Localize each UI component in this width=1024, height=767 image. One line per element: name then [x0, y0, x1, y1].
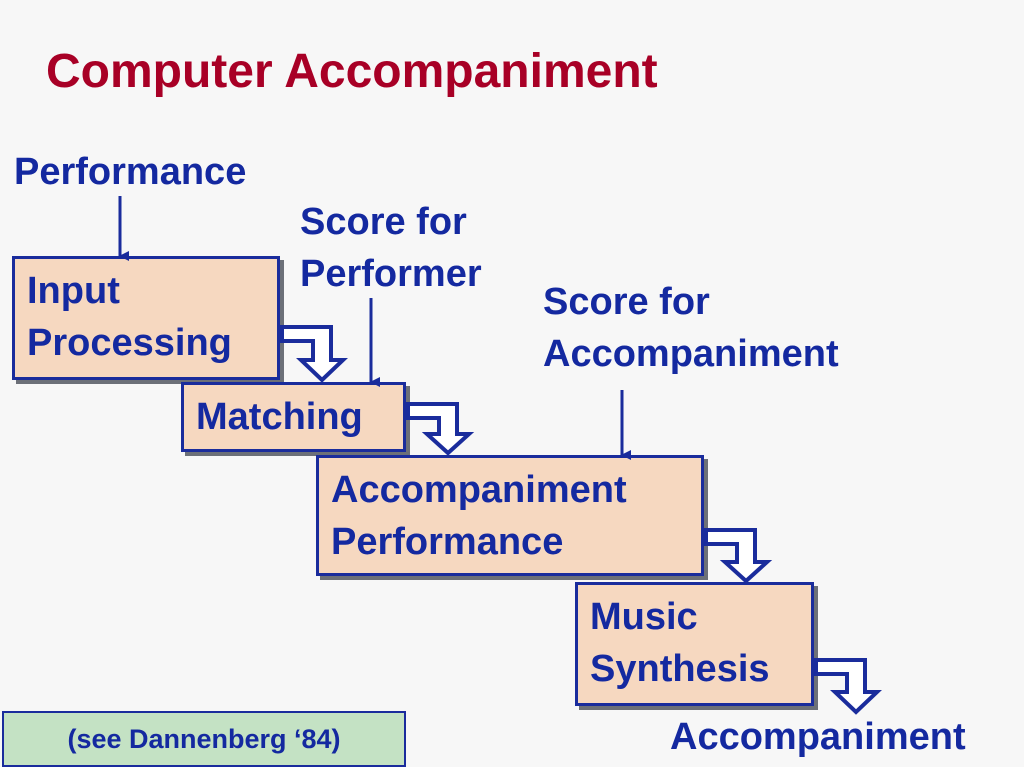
citation-text: (see Dannenberg ‘84): [67, 723, 341, 754]
slide-title: Computer Accompaniment: [46, 45, 658, 98]
input-processing-line-1: Input: [27, 270, 120, 312]
accompaniment-performance-line-2: Performance: [331, 521, 564, 563]
matching-box: Matching: [181, 382, 406, 452]
accompaniment-performance-box: Accompaniment Performance: [316, 455, 704, 576]
accompaniment-performance-line-1: Accompaniment: [331, 469, 627, 511]
score-for-accompaniment-line-2: Accompaniment: [543, 333, 839, 375]
music-synthesis-line-2: Synthesis: [590, 648, 770, 690]
performance-label: Performance: [14, 151, 247, 193]
music-synthesis-line-1: Music: [590, 596, 698, 638]
music-synthesis-box: Music Synthesis: [575, 582, 814, 706]
score-for-performer-line-2: Performer: [300, 253, 482, 295]
score-for-performer-line-1: Score for: [300, 201, 467, 243]
input-processing-box: Input Processing: [12, 256, 280, 380]
accompaniment-output-label: Accompaniment: [670, 716, 966, 758]
flow-arrow-3-icon: [704, 528, 773, 584]
score-for-performer-label: Score for Performer: [300, 196, 482, 300]
flow-arrow-1-icon: [280, 325, 348, 383]
citation-note: (see Dannenberg ‘84): [2, 711, 406, 767]
matching-label: Matching: [196, 396, 363, 438]
input-processing-line-2: Processing: [27, 322, 232, 364]
flow-arrow-2-icon: [406, 402, 475, 456]
score-for-accompaniment-label: Score for Accompaniment: [543, 276, 839, 380]
score-for-accompaniment-line-1: Score for: [543, 281, 710, 323]
flow-arrow-4-icon: [814, 658, 882, 715]
